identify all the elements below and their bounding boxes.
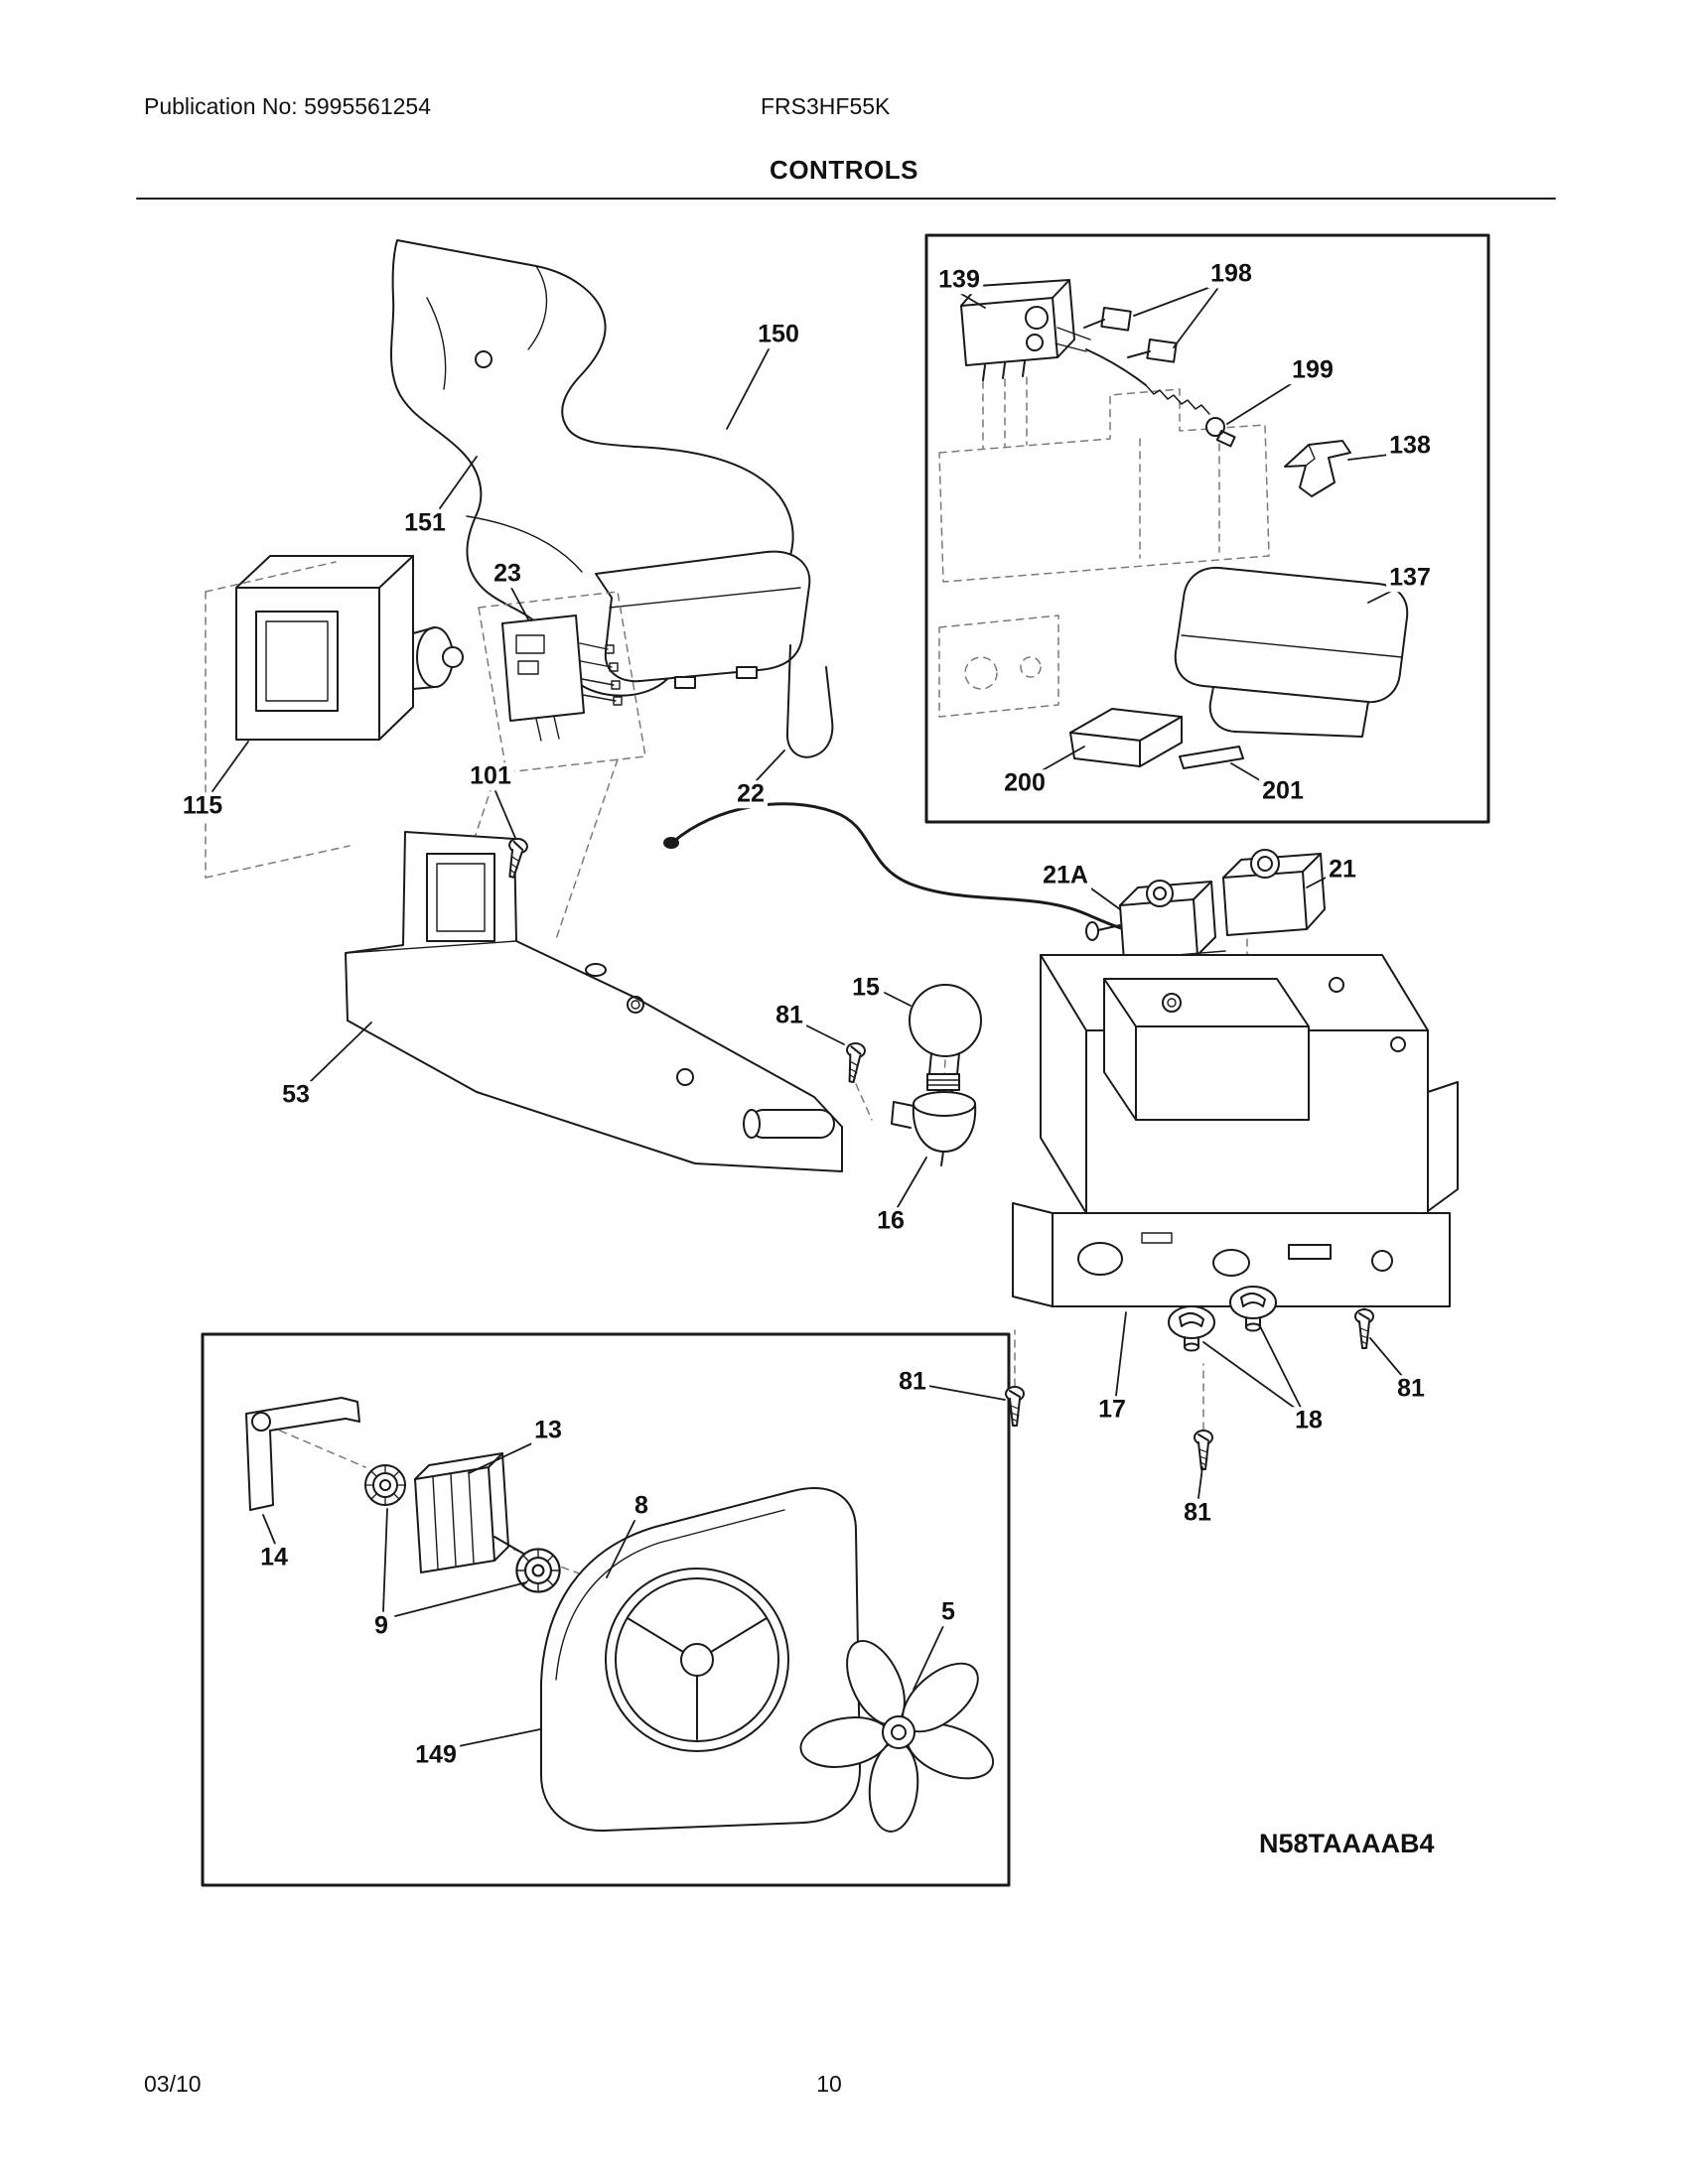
drawing-id: N58TAAAAB4	[1259, 1829, 1435, 1858]
part-149-fan-shroud	[540, 1487, 861, 1833]
part-200-insulation-block	[1069, 708, 1183, 767]
part-5-fan-blade	[799, 1639, 995, 1833]
part-callout-16-18: 16	[874, 1207, 908, 1235]
part-21A-21-valves	[1085, 849, 1326, 962]
part-callout-81-23: 81	[1181, 1499, 1214, 1527]
publication-number: Publication No: 5995561254	[144, 93, 432, 119]
part-callout-8-27: 8	[632, 1492, 651, 1520]
part-callout-101-4: 101	[467, 762, 514, 790]
footer-date: 03/10	[144, 2071, 202, 2097]
part-callout-139-6: 139	[935, 266, 983, 294]
model-number: FRS3HF55K	[761, 93, 891, 119]
part-callout-115-3: 115	[179, 792, 226, 820]
inset-box-top-right	[924, 233, 1490, 824]
part-198-wire-connectors	[1083, 307, 1178, 363]
part-137-defrost-control	[1174, 566, 1409, 738]
part-53-bracket	[345, 831, 843, 1172]
hidden-bracket-ghost	[938, 376, 1270, 718]
part-22-tube	[663, 644, 1146, 933]
part-callout-81-22: 81	[1394, 1375, 1428, 1403]
part-callout-198-7: 198	[1207, 260, 1255, 288]
part-callout-200-11: 200	[1001, 769, 1049, 797]
part-callout-21-14: 21	[1326, 856, 1359, 884]
part-14-bracket	[245, 1397, 360, 1511]
part-16-lamp-socket	[891, 1091, 977, 1166]
part-callout-150-0: 150	[755, 321, 802, 348]
part-201-label	[1179, 746, 1244, 769]
part-callout-23-2: 23	[491, 560, 524, 588]
part-callout-53-17: 53	[279, 1081, 313, 1109]
part-callout-81-16: 81	[773, 1002, 806, 1029]
footer-page-number: 10	[816, 2071, 842, 2097]
inset-box-bottom-left	[201, 1332, 1011, 1887]
part-callout-81-19: 81	[896, 1368, 929, 1396]
part-199-wire-harness	[1085, 348, 1236, 448]
part-callout-137-10: 137	[1386, 564, 1434, 592]
part-callout-15-15: 15	[849, 974, 883, 1002]
part-callout-14-25: 14	[257, 1544, 291, 1571]
leader-lines	[211, 285, 1403, 1748]
part-23-control-board	[478, 591, 646, 773]
part-callout-22-5: 22	[734, 780, 768, 808]
part-callout-151-1: 151	[401, 509, 449, 537]
part-13-fan-motor	[414, 1452, 533, 1573]
part-callout-18-21: 18	[1292, 1407, 1326, 1434]
part-callout-199-8: 199	[1289, 356, 1336, 384]
part-callout-201-12: 201	[1259, 777, 1307, 805]
part-callout-149-28: 149	[412, 1741, 460, 1769]
part-callout-138-9: 138	[1386, 432, 1434, 460]
part-138-bracket-clip	[1284, 440, 1351, 497]
page-title: CONTROLS	[770, 155, 918, 185]
part-callout-21A-13: 21A	[1040, 862, 1091, 889]
part-callout-13-24: 13	[531, 1417, 565, 1444]
part-115-damper-control	[235, 555, 464, 741]
part-17-control-housing	[1012, 954, 1459, 1307]
part-callout-5-29: 5	[938, 1598, 958, 1626]
part-callout-17-20: 17	[1095, 1396, 1129, 1424]
part-callout-9-26: 9	[371, 1612, 391, 1640]
